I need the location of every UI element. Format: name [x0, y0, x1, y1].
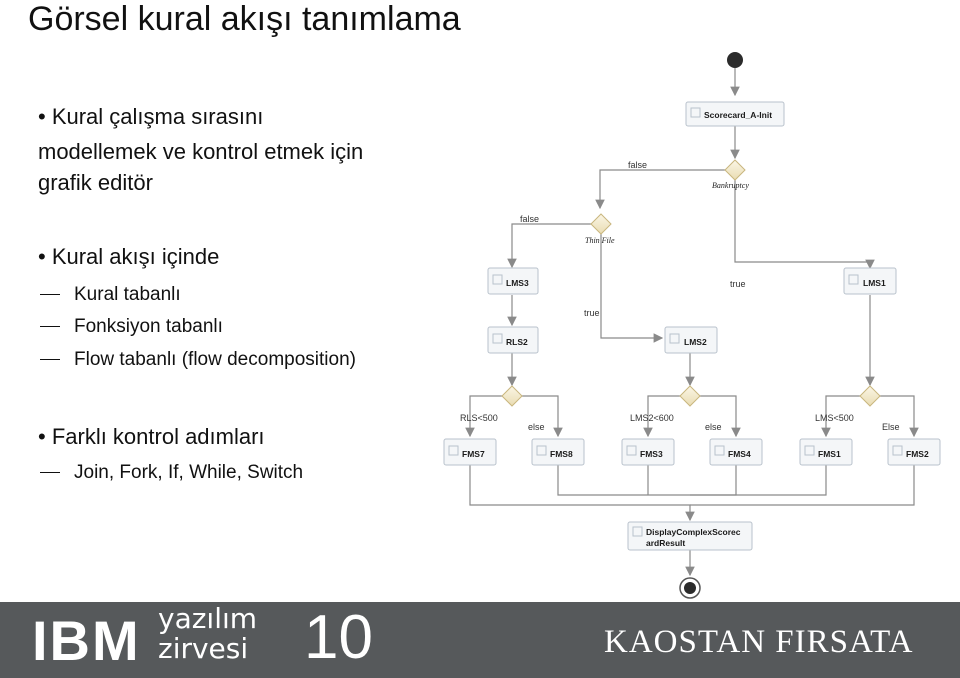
subitem-flow: Flow tabanlı (flow decomposition) — [40, 348, 356, 372]
edge-label-else-2: else — [705, 422, 722, 432]
svg-text:ardResult: ardResult — [646, 538, 685, 548]
subitem-kural: Kural tabanlı — [40, 283, 181, 307]
rule-icon — [669, 333, 680, 344]
edge-label-true-2: true — [584, 308, 600, 318]
subitem-fonksiyon: Fonksiyon tabanlı — [40, 315, 223, 339]
svg-text:LMS3: LMS3 — [506, 278, 529, 288]
edge-label-true-1: true — [730, 279, 746, 289]
rule-icon — [690, 107, 701, 118]
edge-label-rls500: RLS<500 — [460, 413, 498, 423]
rule-icon — [492, 333, 503, 344]
svg-text:LMS1: LMS1 — [863, 278, 886, 288]
node-fms7[interactable]: FMS7 — [443, 438, 497, 466]
rule-icon — [804, 445, 815, 456]
rule-icon — [536, 445, 547, 456]
node-lms3[interactable]: LMS3 — [487, 267, 539, 295]
svg-text:FMS3: FMS3 — [640, 449, 663, 459]
flow-edges — [465, 68, 919, 577]
event-number: 10 — [304, 603, 373, 672]
rule-icon — [626, 445, 637, 456]
node-fms2[interactable]: FMS2 — [887, 438, 941, 466]
svg-text:FMS1: FMS1 — [818, 449, 841, 459]
bullet-2: • Kural akışı içinde — [38, 244, 220, 269]
svg-text:RLS2: RLS2 — [506, 337, 528, 347]
edge-label-false-2: false — [520, 214, 539, 224]
rule-icon — [492, 274, 503, 285]
decision-switch-1[interactable] — [501, 385, 523, 407]
event-logo: yazılım zirvesi — [158, 602, 258, 665]
rule-icon — [892, 445, 903, 456]
node-fms1[interactable]: FMS1 — [799, 438, 853, 466]
node-rls2[interactable]: RLS2 — [487, 326, 539, 354]
node-fms3[interactable]: FMS3 — [621, 438, 675, 466]
svg-text:Scorecard_A-Init: Scorecard_A-Init — [704, 110, 772, 120]
decision-switch-3[interactable] — [859, 385, 881, 407]
svg-text:FMS8: FMS8 — [550, 449, 573, 459]
rule-icon — [632, 526, 643, 537]
ibm-logo: IBM — [32, 609, 141, 672]
footer-banner: IBM yazılım zirvesi 10 KAOSTAN FIRSATA — [0, 602, 960, 678]
decision-label: Thin File — [585, 236, 615, 245]
svg-text:FMS7: FMS7 — [462, 449, 485, 459]
node-lms2[interactable]: LMS2 — [664, 326, 718, 354]
rule-flow-diagram: false false true true RLS<500 else LMS2<… — [443, 52, 941, 599]
edge-label-lms500: LMS<500 — [815, 413, 854, 423]
svg-text:LMS2: LMS2 — [684, 337, 707, 347]
node-scorecard-init[interactable]: Scorecard_A-Init — [685, 101, 785, 127]
rule-icon — [448, 445, 459, 456]
bullet-3: • Farklı kontrol adımları — [38, 424, 265, 449]
edge-label-else-1: else — [528, 422, 545, 432]
decision-switch-2[interactable] — [679, 385, 701, 407]
bullet-1-line-3: grafik editör — [38, 170, 153, 195]
edge-label-false-1: false — [628, 160, 647, 170]
bullet-1-line-2: modellemek ve kontrol etmek için — [38, 139, 364, 164]
event-slogan: KAOSTAN FIRSATA — [604, 624, 914, 660]
node-display-result[interactable]: DisplayComplexScorec ardResult — [627, 521, 753, 551]
subitem-controls: Join, Fork, If, While, Switch — [40, 461, 303, 485]
slide-title: Görsel kural akışı tanımlama — [28, 0, 461, 38]
start-node-icon — [727, 52, 743, 68]
svg-text:FMS4: FMS4 — [728, 449, 751, 459]
rule-icon — [848, 274, 859, 285]
decision-label: Bankruptcy — [712, 181, 749, 190]
node-fms4[interactable]: FMS4 — [709, 438, 763, 466]
decision-thin-file[interactable]: Thin File — [585, 213, 615, 245]
edge-label-lms600: LMS2<600 — [630, 413, 674, 423]
bullet-1-line-1: • Kural çalışma sırasını — [38, 104, 264, 129]
node-fms8[interactable]: FMS8 — [531, 438, 585, 466]
node-lms1[interactable]: LMS1 — [843, 267, 897, 295]
svg-text:DisplayComplexScorec: DisplayComplexScorec — [646, 527, 741, 537]
rule-icon — [714, 445, 725, 456]
end-node-icon — [679, 577, 701, 599]
svg-text:FMS2: FMS2 — [906, 449, 929, 459]
decision-bankruptcy[interactable]: Bankruptcy — [712, 159, 749, 190]
edge-label-else-3: Else — [882, 422, 900, 432]
